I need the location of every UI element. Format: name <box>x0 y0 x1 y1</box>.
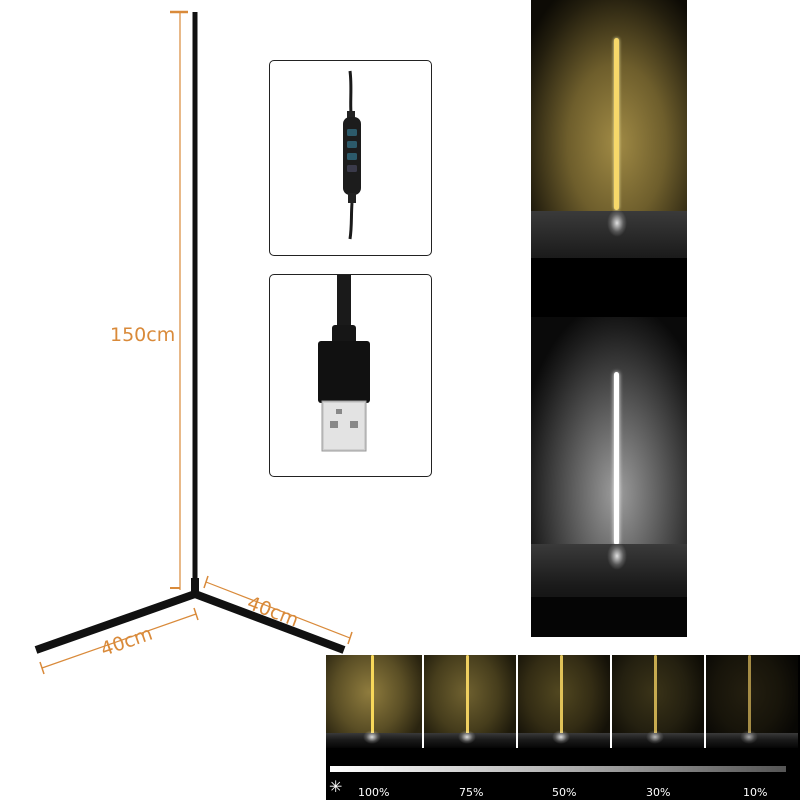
brightness-gradient-bar <box>330 766 786 772</box>
pole-joint <box>191 578 199 596</box>
brightness-cell-10 <box>706 655 798 748</box>
remote-button-power-icon <box>347 129 357 136</box>
brightness-levels-strip: ✳ 100% 75% 50% 30% 10% <box>326 655 800 800</box>
remote-controller-inset <box>269 60 432 256</box>
brightness-label-75: 75% <box>459 786 484 799</box>
brightness-cell-75 <box>424 655 516 748</box>
brightness-cell-30 <box>612 655 704 748</box>
brightness-cell-50 <box>518 655 610 748</box>
warm-light-tube <box>614 38 619 210</box>
floor-lamp-drawing <box>34 10 353 675</box>
usb-plug-image <box>318 275 370 452</box>
brightness-cell-100 <box>326 655 422 748</box>
remote-button-minus-icon <box>347 153 357 160</box>
sun-icon: ✳ <box>329 777 343 796</box>
cool-light-photo <box>531 317 687 637</box>
brightness-label-100: 100% <box>358 786 390 799</box>
left-leg <box>34 590 197 654</box>
remote-button-mode-icon <box>347 141 357 148</box>
brightness-label-30: 30% <box>646 786 671 799</box>
brightness-label-50: 50% <box>552 786 577 799</box>
warm-light-photo <box>531 0 687 317</box>
right-leg <box>193 590 346 654</box>
brightness-label-10: 10% <box>743 786 768 799</box>
usb-plug-inset <box>269 274 432 477</box>
right-leg-dimension-line <box>205 581 351 639</box>
height-label: 150cm <box>110 324 176 346</box>
remote-button-plus-icon <box>347 165 357 172</box>
left-leg-dimension-line <box>41 613 197 669</box>
remote-controller-image <box>343 70 361 240</box>
cool-light-tube <box>614 372 619 545</box>
